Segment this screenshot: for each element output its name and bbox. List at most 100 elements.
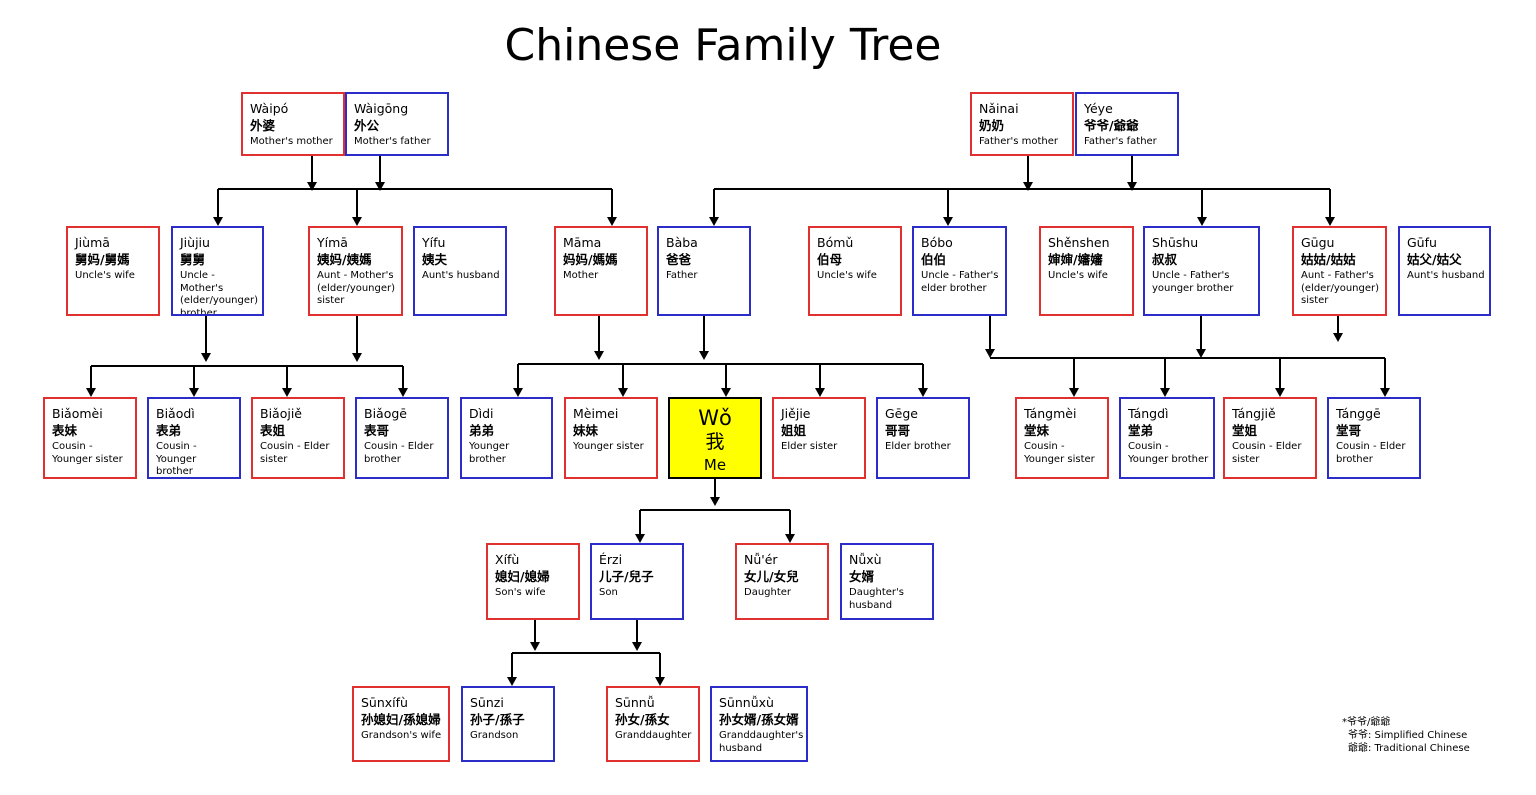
arrowhead (607, 217, 617, 226)
english-label: Younger sister (573, 441, 644, 452)
pinyin-label: Māma (563, 235, 602, 250)
chinese-label: 妹妹 (573, 423, 599, 438)
chinese-label: 姑父/姑父 (1407, 252, 1462, 267)
english-label: Son (599, 587, 618, 598)
chinese-label: 爷爷/爺爺 (1084, 118, 1139, 133)
chinese-label: 堂弟 (1128, 423, 1154, 438)
chinese-label: 伯伯 (921, 252, 947, 267)
chinese-label: 爸爸 (666, 252, 692, 267)
footnote-line: 爷爷: Simplified Chinese (1348, 730, 1468, 741)
arrowhead (655, 677, 665, 686)
arrowhead (282, 388, 292, 397)
chinese-label: 媳妇/媳婦 (495, 569, 550, 584)
english-label: Elder brother (885, 441, 951, 452)
chinese-label: 叔叔 (1152, 252, 1178, 267)
chinese-label: 女儿/女兒 (744, 569, 799, 584)
arrowhead (1197, 217, 1207, 226)
chinese-label: 堂妹 (1024, 423, 1050, 438)
pinyin-label: Wàigōng (354, 101, 409, 116)
pinyin-label: Sūnnǚ (615, 695, 655, 710)
person-box-biaodi: Biǎodì 表弟 Cousin - Younger brother (147, 397, 241, 479)
arrowhead (985, 349, 995, 358)
pinyin-label: Jiùjiu (180, 235, 210, 250)
chinese-label: 儿子/兒子 (599, 569, 654, 584)
arrowhead (201, 353, 211, 362)
chinese-label: 表弟 (156, 423, 182, 438)
english-label: Me (703, 456, 727, 474)
english-label: Uncle's wife (1048, 270, 1108, 281)
person-box-xifu: Xífù 媳妇/媳婦 Son's wife (486, 543, 580, 620)
english-label: Father's father (1084, 136, 1157, 147)
pinyin-label: Dìdi (469, 406, 494, 421)
english-label: Cousin - Younger brother (156, 441, 197, 477)
pinyin-label: Tángdì (1128, 406, 1169, 421)
arrowhead (513, 388, 523, 397)
arrowhead (709, 217, 719, 226)
pinyin-label: Jiějie (781, 406, 811, 421)
arrowhead (1333, 333, 1343, 342)
pinyin-label: Sūnxífù (361, 695, 408, 710)
english-label: Daughter (744, 587, 792, 598)
english-label: Uncle - Mother's (elder/younger) brother (180, 270, 259, 316)
pinyin-label: Yímā (317, 235, 348, 250)
arrowhead (1023, 182, 1033, 191)
english-label: Cousin - Elder sister (260, 441, 330, 465)
arrowhead (815, 388, 825, 397)
chinese-label: 妈妈/媽媽 (563, 252, 618, 267)
english-label: Daughter's husband (849, 587, 904, 611)
arrowhead (618, 388, 628, 397)
chinese-label: 婶婶/嬸嬸 (1048, 252, 1103, 267)
chinese-label: 舅舅 (180, 252, 206, 267)
pinyin-label: Tángjiě (1232, 406, 1276, 421)
pinyin-label: Shūshu (1152, 235, 1199, 250)
arrowhead (635, 534, 645, 543)
footnote-line: *爷爷/爺爺 (1342, 717, 1391, 728)
arrowhead (507, 677, 517, 686)
pinyin-label: Biǎodì (156, 406, 195, 421)
arrowhead (594, 351, 604, 360)
arrowhead (721, 388, 731, 397)
english-label: Cousin - Younger sister (52, 441, 123, 465)
english-label: Uncle - Father's younger brother (1152, 270, 1234, 294)
arrowhead (86, 388, 96, 397)
footnote: *爷爷/爺爺 爷爷: Simplified Chinese 爺爺: Tradit… (1342, 716, 1470, 755)
english-label: Son's wife (495, 587, 546, 598)
arrowhead (213, 217, 223, 226)
pinyin-label: Nǚ'ér (744, 552, 778, 567)
arrowhead (307, 182, 317, 191)
english-label: Granddaughter's husband (719, 730, 804, 754)
english-label: Younger brother (469, 441, 510, 465)
chinese-label: 女婿 (849, 569, 875, 584)
pinyin-label: Tángmèi (1024, 406, 1077, 421)
arrowhead (1380, 388, 1390, 397)
arrowhead (785, 534, 795, 543)
english-label: Uncle - Father's elder brother (921, 270, 999, 294)
arrowhead (699, 351, 709, 360)
english-label: Cousin - Elder brother (364, 441, 434, 465)
pinyin-label: Yífu (422, 235, 446, 250)
pinyin-label: Xífù (495, 552, 520, 567)
arrowhead (1127, 182, 1137, 191)
arrowhead (1069, 388, 1079, 397)
chinese-label: 堂姐 (1232, 423, 1258, 438)
pinyin-label: Wǒ (698, 406, 732, 430)
